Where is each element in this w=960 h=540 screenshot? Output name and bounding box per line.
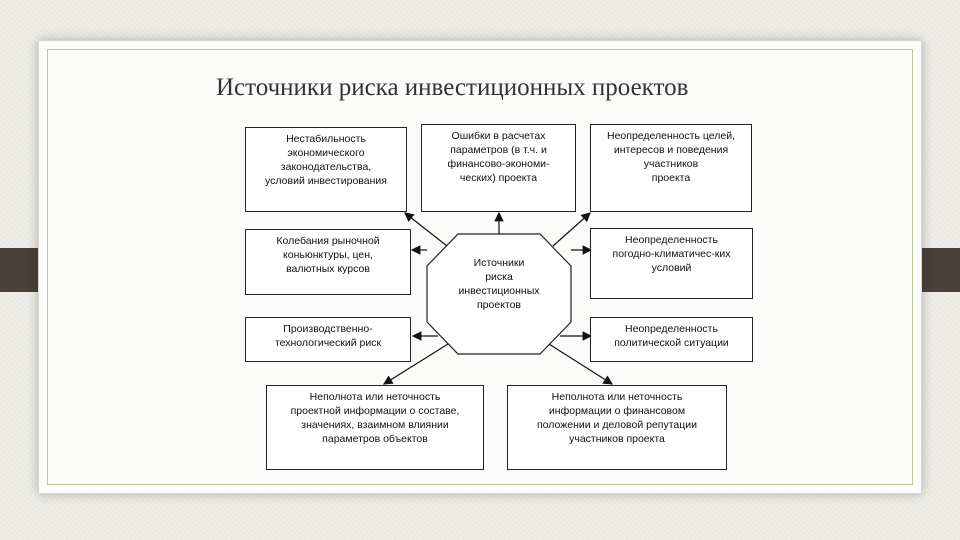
box-goals-uncertainty: Неопределенность целей, интересов и пове… <box>590 124 752 212</box>
box-production: Производственно- технологический риск <box>245 317 411 362</box>
box-market-text: Колебания рыночной коньюнктуры, цен, вал… <box>276 235 380 275</box>
box-political: Неопределенность политической ситуации <box>590 317 753 362</box>
center-octagon <box>426 233 572 355</box>
box-legislation-text: Нестабильность экономического законодате… <box>265 133 387 187</box>
box-project-info-text: Неполнота или неточность проектной инфор… <box>290 391 460 445</box>
box-market: Колебания рыночной коньюнктуры, цен, вал… <box>245 229 411 295</box>
box-climate: Неопределенность погодно-климатичес-ких … <box>590 228 753 299</box>
box-production-text: Производственно- технологический риск <box>274 323 382 349</box>
box-political-text: Неопределенность политической ситуации <box>614 323 729 349</box>
box-climate-text: Неопределенность погодно-климатичес-ких … <box>612 234 731 274</box>
box-calc-errors: Ошибки в расчетах параметров (в т.ч. и ф… <box>421 124 576 212</box>
arrow-to-legislation <box>404 212 448 247</box>
box-legislation: Нестабильность экономического законодате… <box>245 127 407 212</box>
arrow-to-participant-info <box>548 343 614 385</box>
box-participant-info-text: Неполнота или неточность информации о фи… <box>536 391 698 445</box>
slide-inner-border <box>47 49 913 485</box>
slide-title: Источники риска инвестиционных проектов <box>216 74 689 101</box>
box-project-info: Неполнота или неточность проектной инфор… <box>266 385 484 470</box>
box-goals-uncertainty-text: Неопределенность целей, интересов и пове… <box>607 130 735 184</box>
arrow-to-goals <box>552 212 591 247</box>
box-participant-info: Неполнота или неточность информации о фи… <box>507 385 727 470</box>
box-calc-errors-text: Ошибки в расчетах параметров (в т.ч. и ф… <box>447 130 550 184</box>
arrow-to-project-info <box>382 343 449 385</box>
center-label: Источники риска инвестиционных проектов <box>458 257 540 311</box>
